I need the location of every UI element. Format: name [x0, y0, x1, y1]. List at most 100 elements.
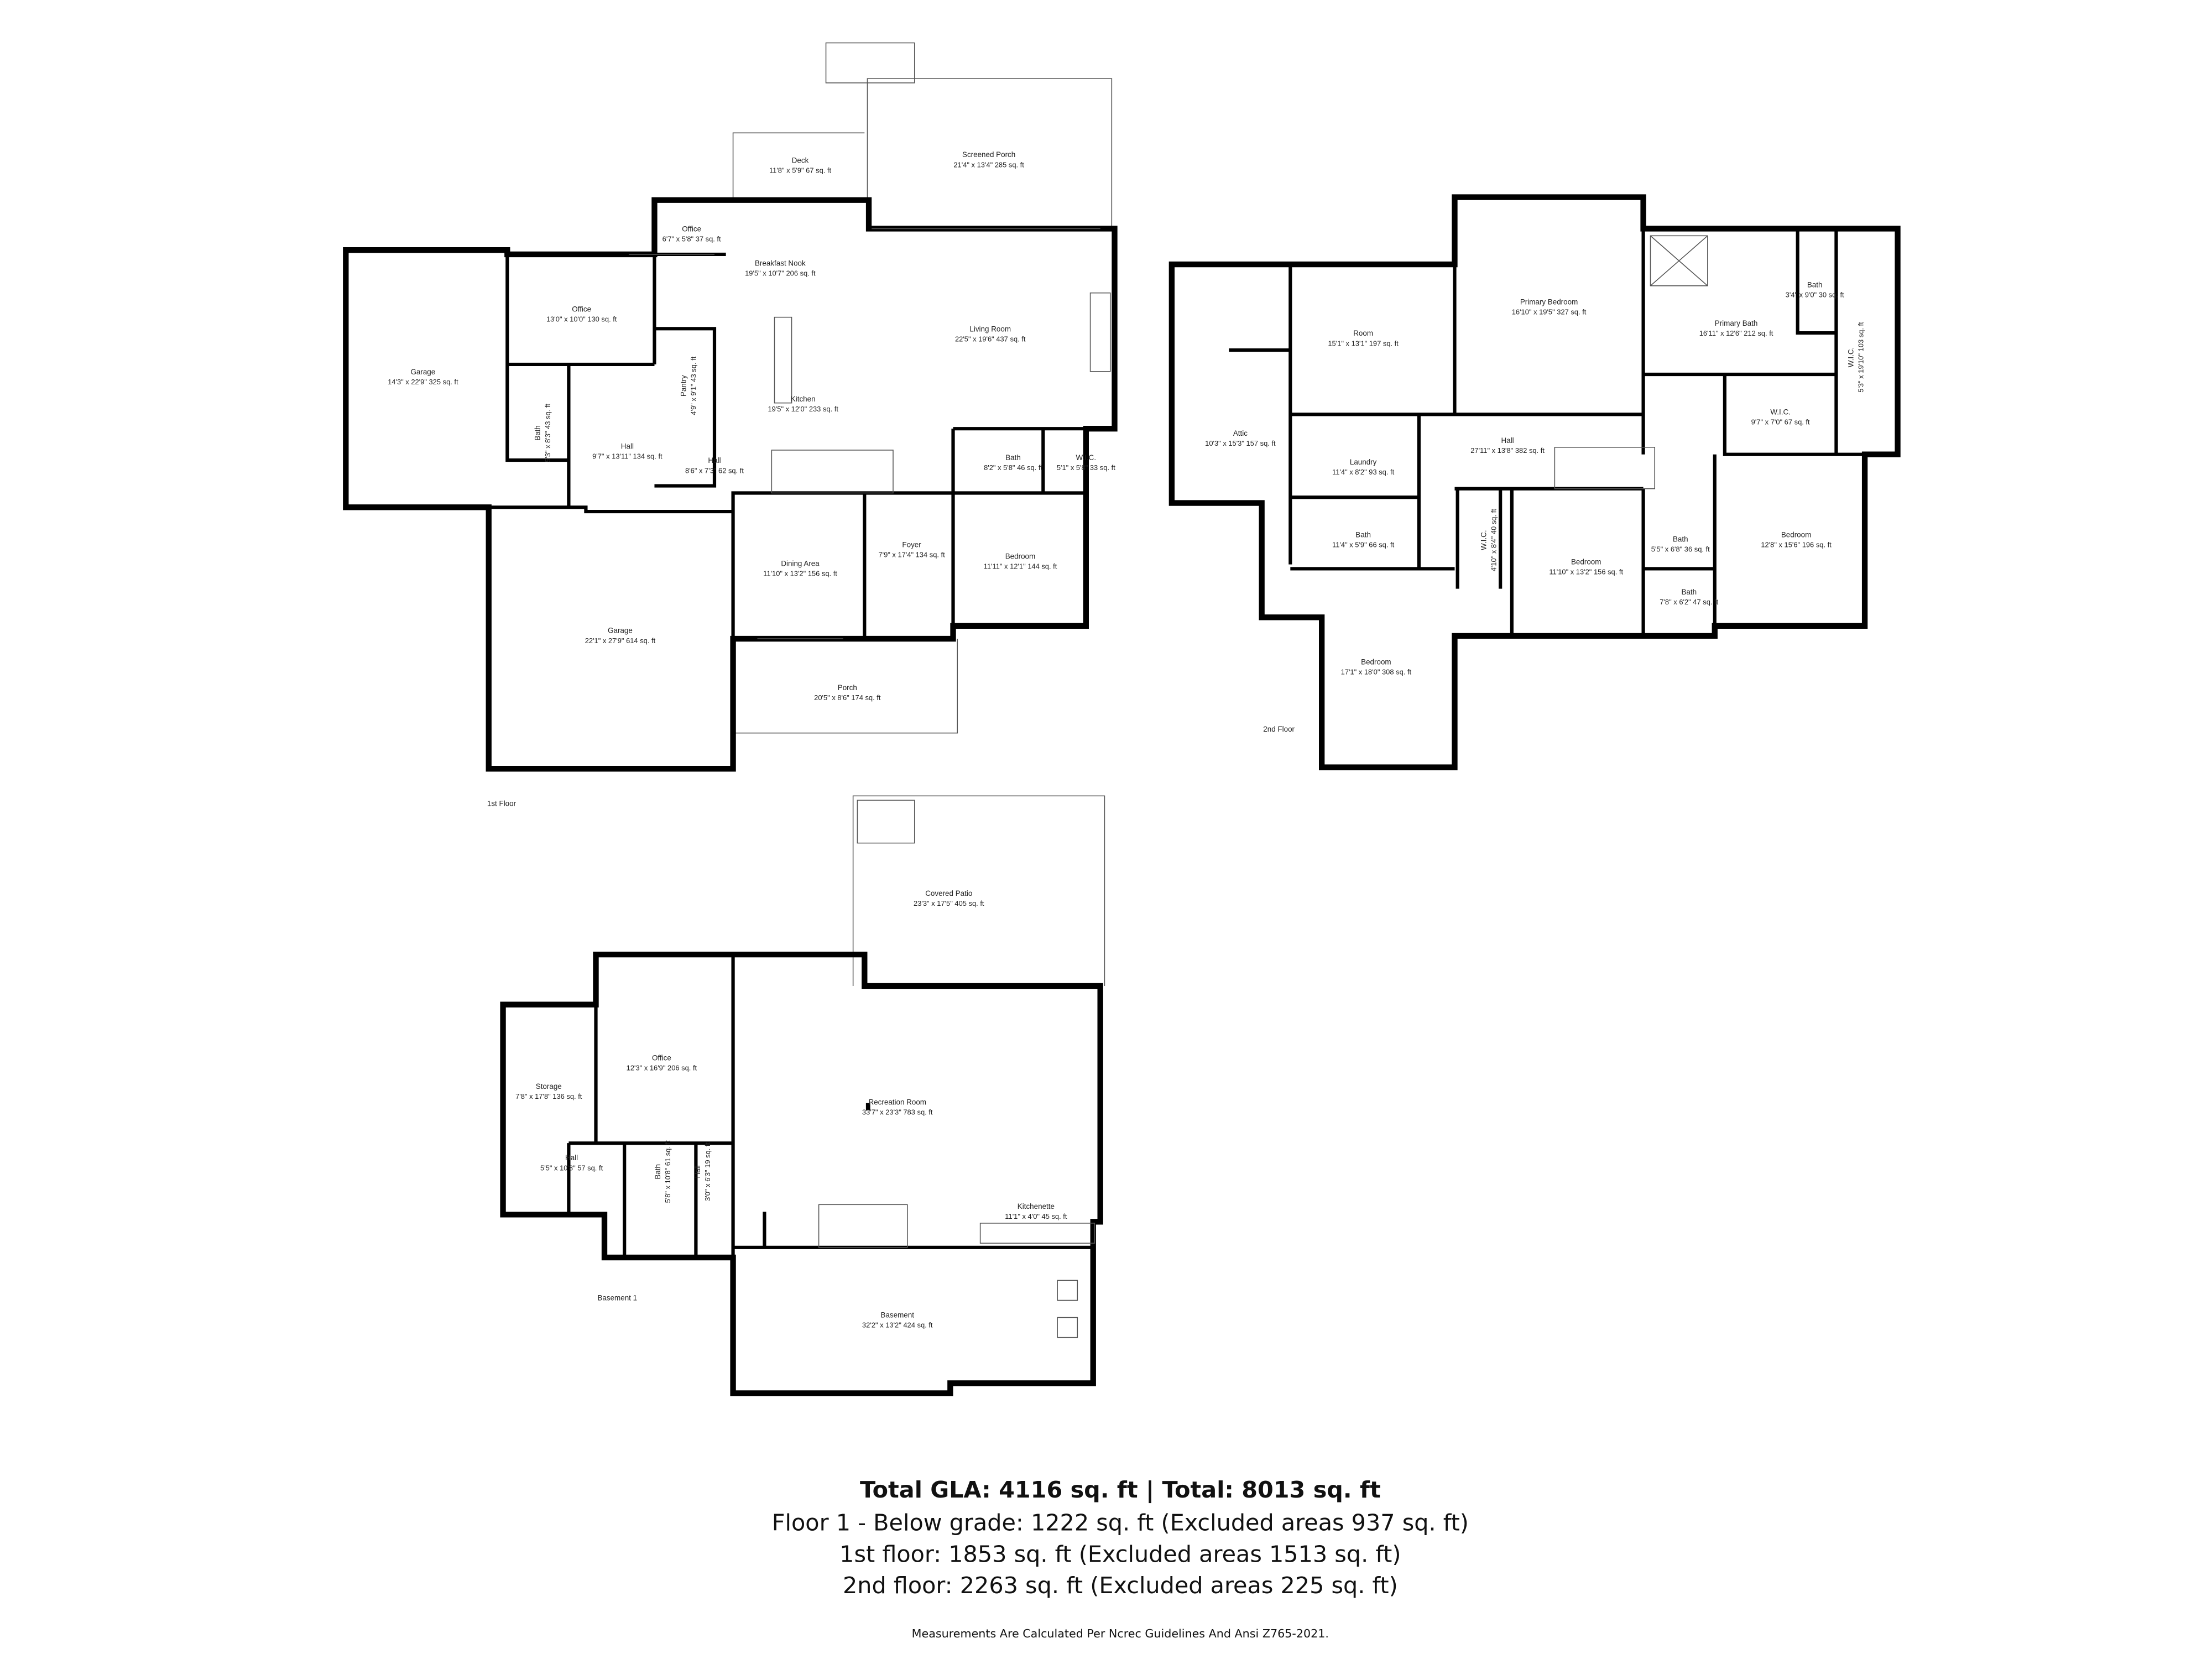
room-dimensions: 16'11" x 12'6" 212 sq. ft [1699, 329, 1773, 337]
room-dimensions: 11'4" x 5'9" 66 sq. ft [1332, 541, 1395, 549]
room-dimensions: 4'10" x 8'4" 40 sq. ft [1489, 509, 1498, 572]
second-floor-exterior-walls [1168, 194, 1901, 770]
porch-outline [732, 78, 1113, 229]
covered-patio-outline [852, 795, 1105, 986]
room-label-primary-bath: Primary Bath 16'11" x 12'6" 212 sq. ft [1699, 319, 1773, 337]
second-floor-interior-walls [1229, 228, 1865, 636]
room-label-w-i-c: W.I.C.9'7" x 7'0" 67 sq. ft [1751, 408, 1810, 426]
room-name: Office [572, 305, 591, 313]
room-dimensions: 33'7" x 23'3" 783 sq. ft [862, 1108, 933, 1117]
room-dimensions: 12'8" x 15'6" 196 sq. ft [1761, 541, 1832, 549]
room-label-bedroom: Bedroom 12'8" x 15'6" 196 sq. ft [1761, 531, 1832, 549]
room-dimensions: 5'3" x 8'3" 43 sq. ft [544, 404, 552, 462]
column [865, 1103, 870, 1110]
basement-interior-walls [567, 954, 1093, 1258]
room-name: Hall [708, 456, 721, 465]
kitchen-island [774, 316, 792, 404]
room-dimensions: 23'3" x 17'5" 405 sq. ft [914, 899, 984, 907]
stairs [818, 1204, 908, 1248]
room-name: Office [652, 1053, 671, 1062]
room-label-bath: Bath 5'5" x 6'8" 36 sq. ft [1651, 535, 1710, 553]
room-dimensions: 19'5" x 10'7" 206 sq. ft [745, 269, 816, 278]
room-name: Breakfast Nook [755, 259, 806, 268]
room-name: Garage [608, 627, 633, 635]
room-name: Bath [1673, 535, 1688, 543]
room-name: Storage [536, 1082, 562, 1091]
room-name: Bath [1005, 453, 1021, 462]
room-dimensions: 11'11" x 12'1" 144 sq. ft [984, 562, 1057, 570]
room-dimensions: 14'3" x 22'9" 325 sq. ft [388, 378, 458, 386]
summary-line-2nd: 2nd floor: 2263 sq. ft (Excluded areas 2… [843, 1572, 1398, 1599]
summary-line-basement: Floor 1 - Below grade: 1222 sq. ft (Excl… [772, 1509, 1469, 1536]
stairs [771, 450, 894, 494]
room-name: Kitchenette [1018, 1202, 1055, 1211]
room-name: Living Room [969, 325, 1011, 333]
room-name: W.I.C. [1076, 453, 1097, 462]
room-name: Hall [621, 442, 634, 450]
windows [628, 228, 1100, 639]
summary-line-1st: 1st floor: 1853 sq. ft (Excluded areas 1… [839, 1541, 1401, 1567]
room-name: Primary Bath [1715, 319, 1758, 327]
first-floor-plan [343, 42, 1118, 772]
room-name: Kitchen [791, 395, 816, 403]
room-name: W.I.C. [1770, 408, 1791, 416]
room-name: Primary Bedroom [1520, 298, 1578, 306]
floor-label-2nd: 2nd Floor [1263, 725, 1295, 733]
room-dimensions: 27'11" x 13'8" 382 sq. ft [1470, 446, 1545, 455]
room-name: W.I.C. [1479, 530, 1488, 550]
deck-stairs [825, 42, 915, 84]
room-name: Attic [1233, 429, 1248, 437]
floor-label-basement: Basement 1 [597, 1293, 637, 1302]
room-dimensions: 12'3" x 16'9" 206 sq. ft [627, 1063, 697, 1072]
room-dimensions: 5'5" x 6'8" 36 sq. ft [1651, 545, 1710, 553]
patio-stairs [857, 800, 915, 844]
room-label-hall: Hall 5'5" x 10'8" 57 sq. ft [540, 1154, 603, 1172]
second-floor-plan [1168, 194, 1901, 770]
room-name: Hall [565, 1154, 578, 1162]
room-name: Hall [1501, 436, 1514, 445]
room-name: Bath [534, 425, 542, 441]
room-dimensions: 5'5" x 10'8" 57 sq. ft [540, 1164, 603, 1172]
room-label-kitchen: Kitchen 19'5" x 12'0" 233 sq. ft [768, 395, 838, 413]
first-floor-exterior-walls [343, 197, 1118, 772]
measurement-footnote: Measurements Are Calculated Per Ncrec Gu… [912, 1627, 1329, 1640]
room-dimensions: 15'1" x 13'1" 197 sq. ft [1328, 339, 1399, 347]
room-name: Bath [654, 1164, 662, 1180]
room-dimensions: 7'8" x 6'2" 47 sq. ft [1660, 598, 1718, 606]
room-dimensions: 8'6" x 7'3" 62 sq. ft [685, 466, 744, 474]
room-name: Foyer [902, 541, 921, 549]
room-name: Laundry [1350, 458, 1377, 466]
room-name: Bedroom [1781, 531, 1811, 539]
room-dimensions: 8'2" x 5'8" 46 sq. ft [984, 463, 1042, 472]
room-name: Covered Patio [925, 889, 972, 898]
shower-outline [1650, 235, 1708, 286]
room-name: Bath [1681, 588, 1697, 596]
room-name: Screened Porch [962, 150, 1015, 159]
total-gla: Total GLA: 4116 sq. ft | Total: 8013 sq.… [860, 1477, 1381, 1504]
room-name: Deck [792, 156, 809, 165]
room-dimensions: 7'8" x 17'8" 136 sq. ft [515, 1092, 582, 1100]
room-dimensions: 11'8" x 5'9" 67 sq. ft [769, 166, 832, 175]
room-name: W.I.C. [1846, 347, 1855, 368]
room-name: Recreation Room [869, 1098, 926, 1106]
room-dimensions: 19'5" x 12'0" 233 sq. ft [768, 405, 838, 413]
room-dimensions: 17'1" x 18'0" 308 sq. ft [1341, 668, 1412, 676]
